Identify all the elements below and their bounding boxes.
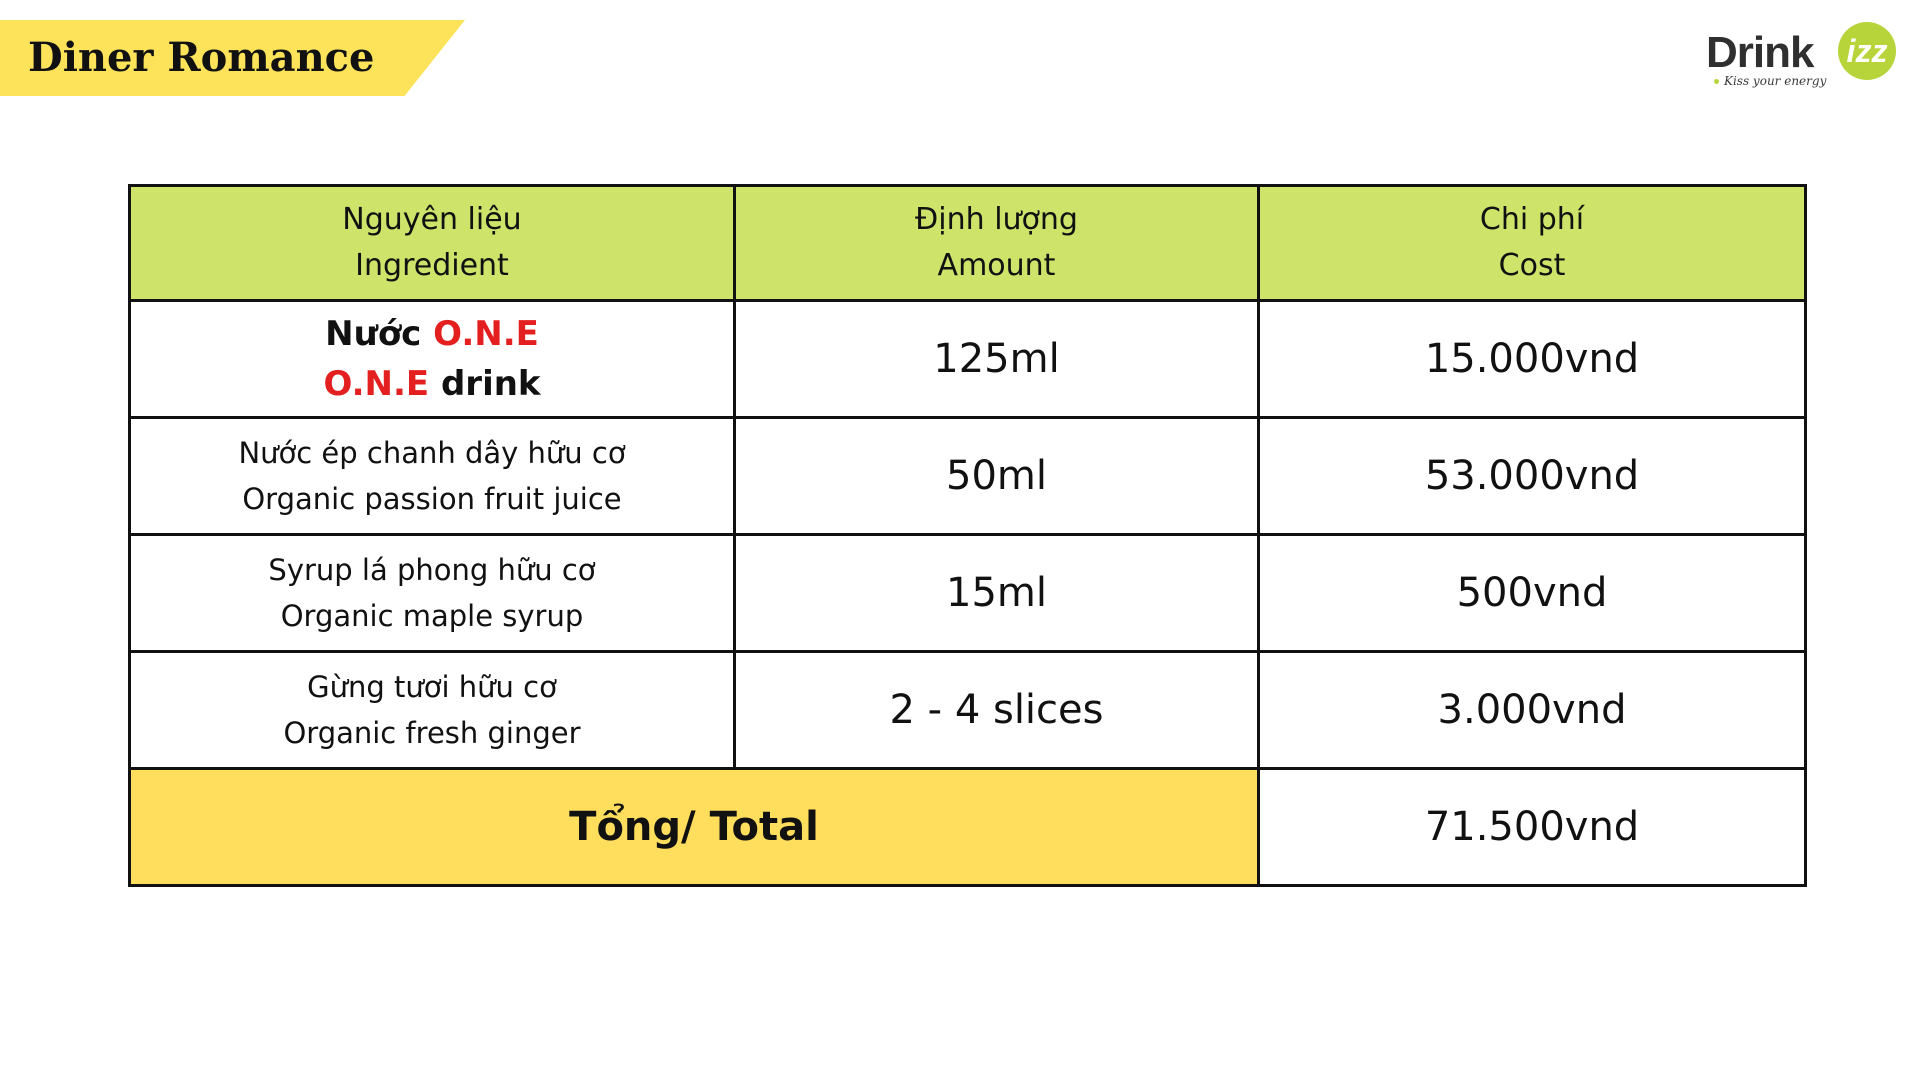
page-title: Diner Romance [28,34,375,81]
title-banner: Diner Romance [0,20,465,96]
cost-cell: 3.000vnd [1257,650,1807,770]
ingredient-cost-table: Nguyên liệu Ingredient Định lượng Amount… [128,184,1807,887]
logo-tagline: Kiss your energy [1724,74,1827,88]
ingredient-cell: Syrup lá phong hữu cơ Organic maple syru… [128,533,736,653]
header-amount: Định lượng Amount [733,184,1260,302]
header-cost-en: Cost [1498,248,1566,283]
amount-cell: 15ml [733,533,1260,653]
header-amount-en: Amount [937,248,1056,283]
drinkizz-logo: Drink izz Kiss your energy [1706,22,1896,92]
table-header-row: Nguyên liệu Ingredient Định lượng Amount… [128,184,1807,302]
ingredient-cell: Nước ép chanh dây hữu cơ Organic passion… [128,416,736,536]
table-row: Nước O.N.E O.N.E drink 125ml 15.000vnd [128,299,1807,419]
total-label: Tổng/ Total [128,767,1260,887]
header-ingredient: Nguyên liệu Ingredient [128,184,736,302]
ingredient-en: O.N.E drink [131,359,733,409]
ingredient-vi: Nước O.N.E [131,309,733,359]
logo-dot-icon [1714,79,1719,84]
header-cost-vi: Chi phí [1479,202,1585,237]
ingredient-en: Organic maple syrup [280,599,584,633]
header-cost: Chi phí Cost [1257,184,1807,302]
header-ingredient-vi: Nguyên liệu [342,202,522,237]
ingredient-vi-prefix: Nước [325,314,434,354]
header-ingredient-en: Ingredient [355,248,509,283]
total-value: 71.500vnd [1257,767,1807,887]
ingredient-vi: Syrup lá phong hữu cơ [268,553,596,587]
ingredient-en-highlight: O.N.E [323,364,430,404]
ingredient-cell: Nước O.N.E O.N.E drink [128,299,736,419]
amount-cell: 125ml [733,299,1260,419]
ingredient-en: Organic passion fruit juice [242,482,622,516]
logo-brand-circle: izz [1838,22,1896,80]
amount-cell: 50ml [733,416,1260,536]
table-row: Syrup lá phong hữu cơ Organic maple syru… [128,533,1807,653]
header-amount-vi: Định lượng [915,202,1078,237]
logo-brand-word: Drink [1706,28,1814,77]
table-row: Nước ép chanh dây hữu cơ Organic passion… [128,416,1807,536]
cost-cell: 53.000vnd [1257,416,1807,536]
ingredient-vi: Nước ép chanh dây hữu cơ [238,436,626,470]
table-row: Gừng tươi hữu cơ Organic fresh ginger 2 … [128,650,1807,770]
ingredient-vi-highlight: O.N.E [433,314,539,354]
ingredient-en-suffix: drink [429,364,541,404]
total-row: Tổng/ Total 71.500vnd [128,767,1807,887]
ingredient-vi: Gừng tươi hữu cơ [307,670,557,704]
amount-cell: 2 - 4 slices [733,650,1260,770]
cost-cell: 500vnd [1257,533,1807,653]
cost-cell: 15.000vnd [1257,299,1807,419]
ingredient-en: Organic fresh ginger [283,716,581,750]
ingredient-cell: Gừng tươi hữu cơ Organic fresh ginger [128,650,736,770]
